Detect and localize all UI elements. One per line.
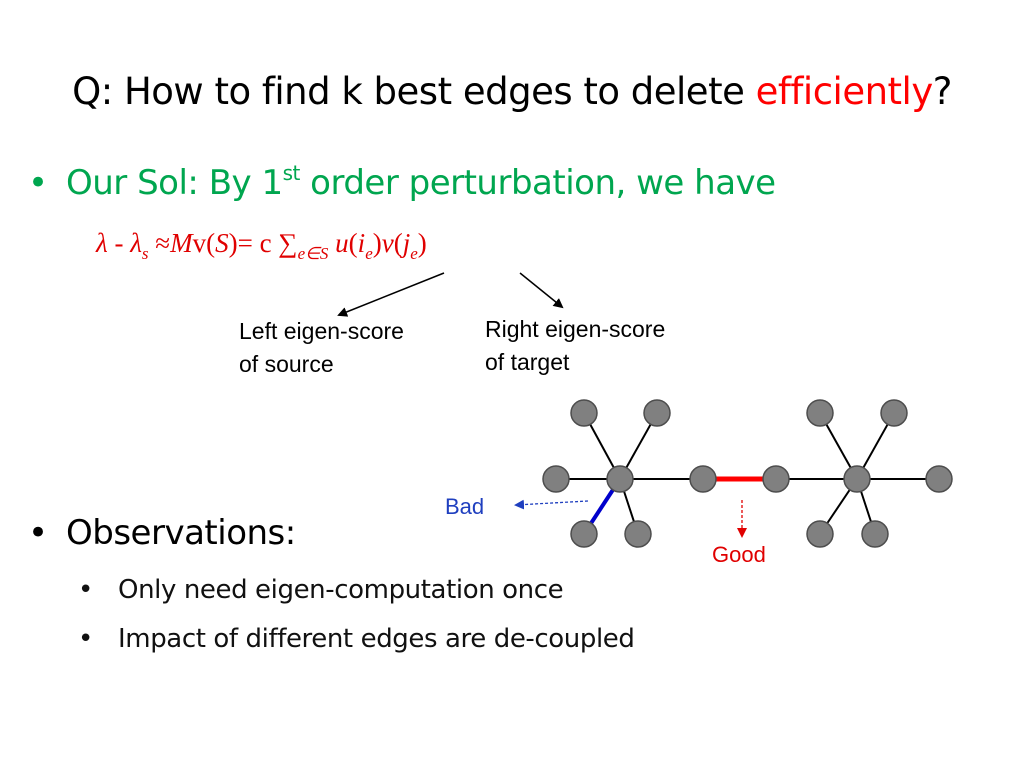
graph-node bbox=[762, 465, 790, 493]
left-arrow bbox=[337, 272, 445, 317]
formula-j: j bbox=[402, 228, 411, 258]
formula-close2: ) bbox=[417, 228, 427, 258]
bullet-solution: • Our Sol: By 1st order perturbation, we … bbox=[28, 163, 776, 203]
formula-open2: ( bbox=[393, 228, 403, 258]
bullet-observations: • Observations: bbox=[28, 513, 296, 553]
sub-bullet-marker: • bbox=[78, 575, 93, 605]
left-eigen-label: Left eigen-score of source bbox=[239, 315, 404, 381]
graph-node bbox=[570, 520, 598, 548]
formula-i: i bbox=[357, 228, 366, 258]
graph-node bbox=[861, 520, 889, 548]
right-arrow bbox=[519, 272, 564, 309]
formula-close1: ) bbox=[372, 228, 382, 258]
formula-u: u bbox=[328, 228, 349, 258]
graph-node bbox=[542, 465, 570, 493]
graph-node bbox=[624, 520, 652, 548]
bullet-marker: • bbox=[28, 163, 48, 203]
graph-node bbox=[843, 465, 871, 493]
formula-sub-s: s bbox=[141, 244, 149, 263]
right-eigen-label-line2: of target bbox=[485, 349, 570, 375]
graph-nodes bbox=[542, 399, 953, 548]
formula-eq: )= c ∑ bbox=[228, 228, 298, 258]
bullet-observations-text: Observations: bbox=[66, 513, 296, 553]
graph-node bbox=[806, 520, 834, 548]
formula-open1: ( bbox=[348, 228, 358, 258]
perturbation-formula: λ - λs ≈Mv(S)= c ∑e∈S u(ie)v(je) bbox=[96, 228, 427, 262]
formula-lambda-s: λ bbox=[130, 228, 142, 258]
sub-bullet-item: • Impact of different edges are de-couple… bbox=[78, 624, 635, 654]
graph-node bbox=[606, 465, 634, 493]
bullet-solution-sup: st bbox=[282, 161, 301, 185]
bad-arrow bbox=[514, 499, 589, 510]
left-eigen-label-line1: Left eigen-score bbox=[239, 318, 404, 344]
slide-title: Q: How to find k best edges to delete ef… bbox=[0, 70, 1024, 113]
formula-minus: - bbox=[107, 228, 131, 258]
graph-node bbox=[570, 399, 598, 427]
sub-bullet-text: Impact of different edges are de-coupled bbox=[118, 624, 635, 654]
sub-bullet-marker: • bbox=[78, 624, 93, 654]
formula-S: S bbox=[215, 228, 229, 258]
graph-node bbox=[643, 399, 671, 427]
graph-node bbox=[806, 399, 834, 427]
bullet-solution-text-a: Our Sol: By 1 bbox=[66, 163, 283, 203]
bad-label: Bad bbox=[445, 494, 485, 519]
title-suffix: ? bbox=[932, 70, 953, 113]
right-eigen-label-line1: Right eigen-score bbox=[485, 316, 666, 342]
good-label: Good bbox=[712, 542, 766, 567]
formula-sub-e1: e bbox=[365, 244, 373, 263]
bullet-solution-text-b: order perturbation, we have bbox=[299, 163, 776, 203]
formula-sub-e2: e bbox=[410, 244, 418, 263]
graph-node bbox=[925, 465, 953, 493]
formula-v2: v bbox=[381, 228, 394, 258]
sub-bullet-text: Only need eigen-computation once bbox=[118, 575, 564, 605]
graph-node bbox=[880, 399, 908, 427]
formula-M: M bbox=[170, 228, 193, 258]
graph-node bbox=[689, 465, 717, 493]
formula-lambda: λ bbox=[96, 228, 108, 258]
formula-sum-sub: e∈S bbox=[297, 244, 329, 263]
title-prefix: Q: How to find k best edges to delete bbox=[72, 70, 756, 113]
bullet-marker: • bbox=[28, 513, 48, 553]
right-eigen-label: Right eigen-score of target bbox=[485, 313, 665, 379]
title-highlight: efficiently bbox=[755, 70, 934, 113]
sub-bullet-item: • Only need eigen-computation once bbox=[78, 575, 564, 605]
left-eigen-label-line2: of source bbox=[239, 351, 334, 377]
formula-approx: ≈ bbox=[148, 228, 171, 258]
formula-v: v( bbox=[192, 228, 216, 258]
